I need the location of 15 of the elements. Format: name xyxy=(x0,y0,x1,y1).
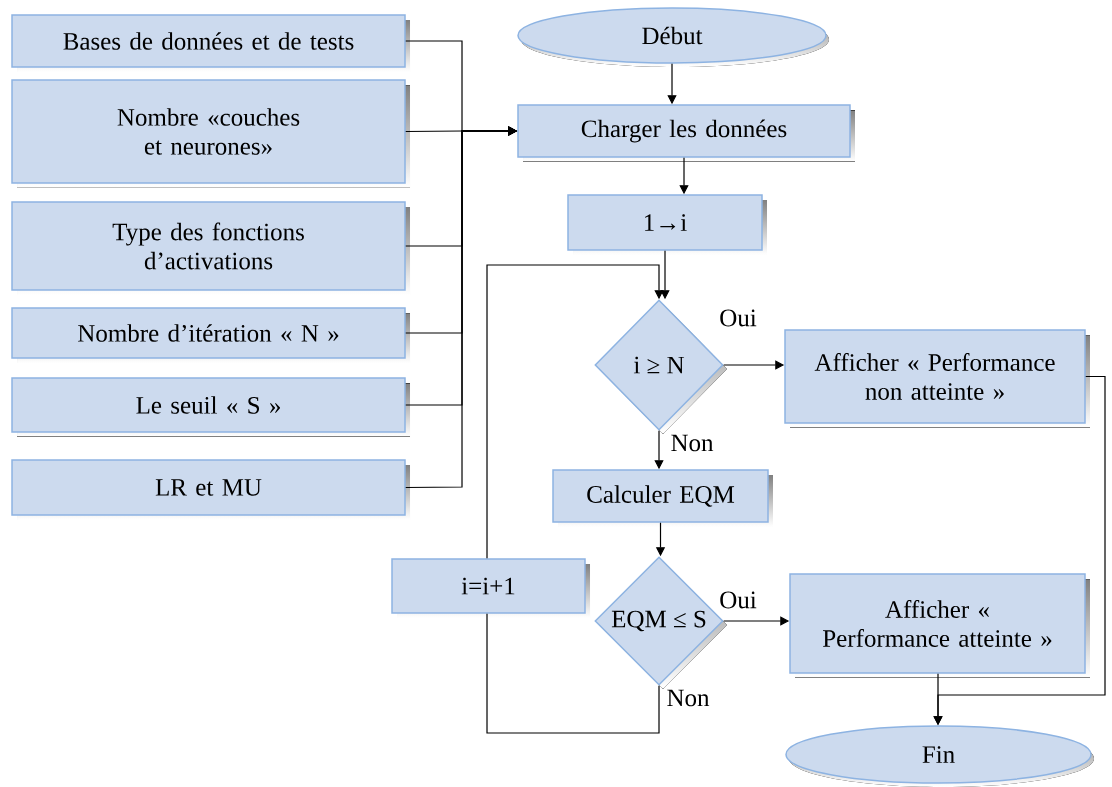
process-box: i=i+1 xyxy=(391,558,590,618)
process-box: Type des fonctions d’activations xyxy=(11,201,410,295)
process-box: Le seuil « S » xyxy=(11,377,410,437)
process-box: Nombre «couches et neurones» xyxy=(11,79,410,188)
edge-label: Non xyxy=(669,433,715,453)
process-box: Nombre d’itération « N » xyxy=(11,307,410,363)
process-box: Bases de données et de tests xyxy=(11,14,410,72)
process-box: LR et MU xyxy=(11,459,410,520)
process-box: Calculer EQM xyxy=(552,469,773,527)
edge-label: Non xyxy=(665,688,711,708)
arrow xyxy=(486,264,664,559)
process-box: 1→i xyxy=(567,194,767,255)
process-box: Charger les données xyxy=(517,104,855,162)
process-box: Afficher « Performance atteinte » xyxy=(789,573,1090,678)
process-box: Afficher « Performance non atteinte » xyxy=(784,329,1090,428)
